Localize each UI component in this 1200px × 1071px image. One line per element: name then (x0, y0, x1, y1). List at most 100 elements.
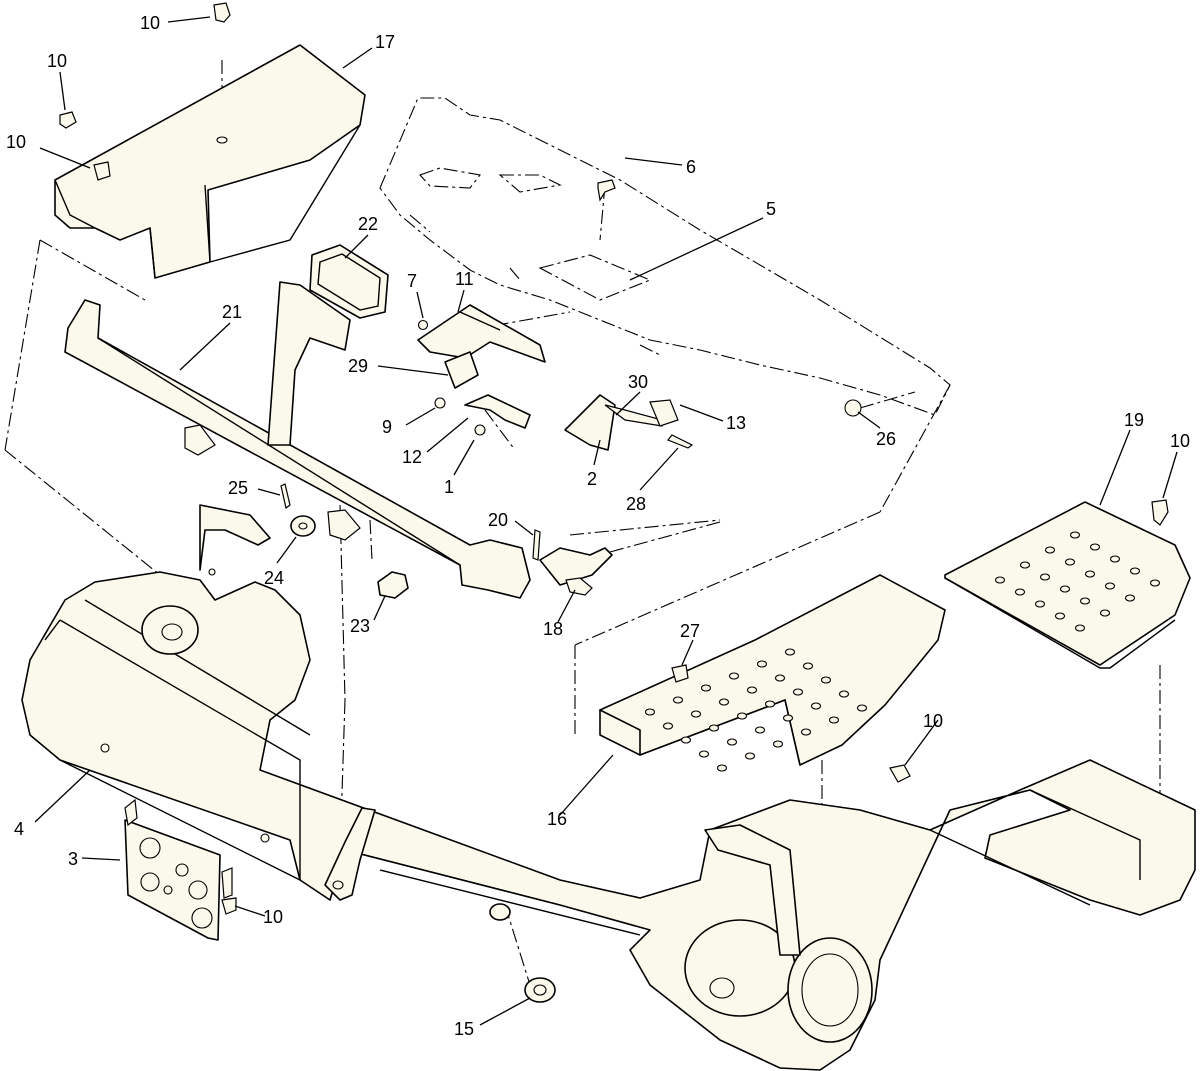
callout-10: 10 (1170, 431, 1190, 451)
part-20-18-clevis (532, 521, 721, 596)
callout-21: 21 (222, 302, 242, 322)
callout-18: 18 (543, 619, 563, 639)
callout-17: 17 (375, 32, 395, 52)
callout-25: 25 (228, 478, 248, 498)
part-11-bracket (417, 304, 546, 363)
plate-hole (1064, 558, 1076, 566)
callout-1: 1 (444, 477, 454, 497)
plate-hole (1084, 570, 1096, 578)
plate-hole (716, 764, 728, 772)
plate-hole (802, 662, 814, 670)
callout-30: 30 (628, 372, 648, 392)
callout-6: 6 (686, 157, 696, 177)
callout-4: 4 (14, 819, 24, 839)
callout-9: 9 (382, 417, 392, 437)
plate-hole (782, 714, 794, 722)
part-22-pad (309, 244, 389, 319)
plate-hole (1079, 597, 1091, 605)
plate-hole (772, 740, 784, 748)
callout-11: 11 (455, 269, 474, 289)
plate-hole (820, 676, 832, 684)
plate-hole (1074, 624, 1086, 632)
plate-hole (736, 712, 748, 720)
plate-hole (774, 674, 786, 682)
plate-hole (994, 576, 1006, 584)
plate-hole (718, 698, 730, 706)
callout-27: 27 (680, 621, 700, 641)
plate-hole (1109, 555, 1121, 563)
plate-hole (672, 696, 684, 704)
part-2-latch (564, 394, 694, 451)
plate-hole (800, 728, 812, 736)
plate-hole (784, 648, 796, 656)
plate-hole (744, 752, 756, 760)
callout-labels: 10 17 10 10 6 5 22 7 11 21 29 30 13 9 26… (6, 13, 1190, 1039)
callout-13: 13 (726, 413, 746, 433)
part-21-pedal-shaft (64, 281, 531, 599)
plate-hole (856, 704, 868, 712)
plate-hole (792, 688, 804, 696)
plate-hole (1059, 585, 1071, 593)
leader-lines (34, 16, 1178, 1026)
plate-hole (1034, 600, 1046, 608)
plate-hole (1099, 609, 1111, 617)
plate-hole (1069, 531, 1081, 539)
part-4-frame (21, 504, 1196, 1071)
callout-10: 10 (6, 132, 26, 152)
callout-19: 19 (1124, 410, 1144, 430)
callout-10: 10 (140, 13, 160, 33)
callout-20: 20 (488, 510, 508, 530)
callout-7: 7 (407, 271, 417, 291)
plate-hole (708, 724, 720, 732)
plate-hole (726, 738, 738, 746)
callout-16: 16 (547, 809, 567, 829)
plate-hole (644, 708, 656, 716)
fasteners (59, 2, 1169, 915)
part-25-24-23 (280, 483, 409, 599)
callout-10: 10 (263, 907, 283, 927)
plate-hole (838, 690, 850, 698)
plate-hole (1124, 594, 1136, 602)
plate-hole (1054, 612, 1066, 620)
part-3-plate (124, 798, 233, 941)
callout-26: 26 (876, 429, 896, 449)
plate-hole (764, 700, 776, 708)
plate-hole (698, 750, 710, 758)
plate-hole (1019, 561, 1031, 569)
plate-hole (754, 726, 766, 734)
part-16-step (599, 574, 946, 772)
plate-hole (1149, 579, 1161, 587)
plate-hole (1129, 567, 1141, 575)
plate-hole (1039, 573, 1051, 581)
callout-23: 23 (350, 616, 370, 636)
part-12-plate (464, 394, 531, 429)
plate-hole (662, 722, 674, 730)
plate-hole (728, 672, 740, 680)
callout-3: 3 (68, 849, 78, 869)
small-hardware (417, 179, 862, 436)
callout-15: 15 (454, 1019, 474, 1039)
plate-hole (1044, 546, 1056, 554)
callout-22: 22 (358, 214, 378, 234)
plate-hole (700, 684, 712, 692)
plate-hole (756, 660, 768, 668)
plate-hole (746, 686, 758, 694)
callout-12: 12 (402, 447, 422, 467)
callout-28: 28 (626, 494, 646, 514)
plate-hole (1089, 543, 1101, 551)
plate-hole (1014, 588, 1026, 596)
plate-hole (828, 716, 840, 724)
callout-29: 29 (348, 356, 368, 376)
plate-hole (690, 710, 702, 718)
callout-10: 10 (47, 51, 67, 71)
callout-10: 10 (923, 711, 943, 731)
part-17-cover (54, 44, 366, 279)
plate-hole (810, 702, 822, 710)
plate-hole (1104, 582, 1116, 590)
callout-5: 5 (766, 199, 776, 219)
part-19-step (944, 501, 1191, 669)
part-29-clip (444, 351, 479, 389)
plate-hole (680, 736, 692, 744)
callout-2: 2 (587, 469, 597, 489)
